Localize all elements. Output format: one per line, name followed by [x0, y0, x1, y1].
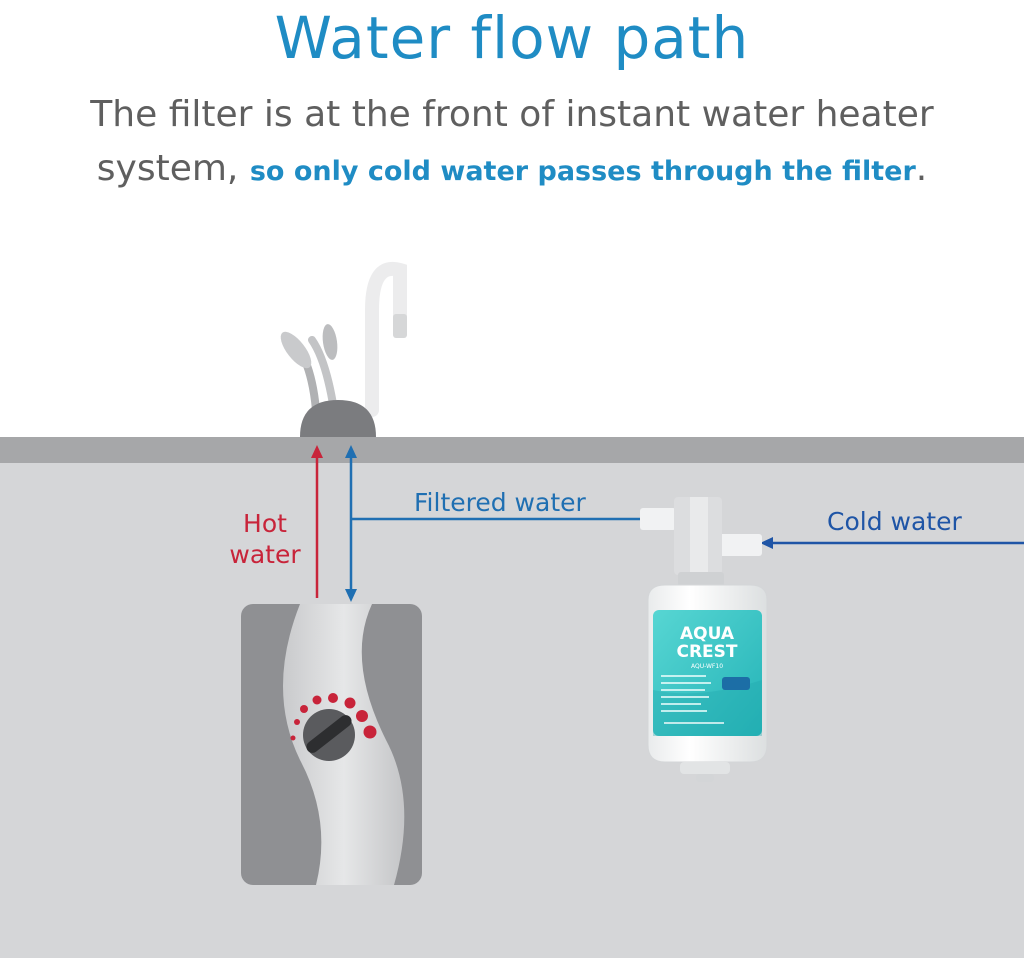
subtitle-line2: system, so only cold water passes throug…	[40, 142, 984, 199]
subtitle-highlight: so only cold water passes through the fi…	[249, 156, 916, 187]
subtitle-line1: The filter is at the front of instant wa…	[90, 94, 934, 135]
filtered-water-pipe	[345, 445, 640, 602]
cabinet-background	[0, 462, 1024, 958]
filter-model: AQU-WF10	[691, 663, 723, 670]
hot-water-pipe	[311, 445, 323, 598]
hot-water-label: Hot water	[229, 509, 301, 569]
water-filter-icon: AQUA CREST AQU-WF10	[640, 497, 768, 782]
faucet-icon	[280, 261, 407, 437]
cold-water-pipe	[760, 537, 1024, 549]
cold-water-label: Cold water	[827, 507, 962, 536]
page-title: Water flow path	[274, 4, 750, 72]
filtered-water-label: Filtered water	[414, 488, 586, 517]
water-heater-icon	[241, 604, 422, 885]
subtitle-line2-prefix: system,	[96, 148, 250, 189]
countertop	[0, 437, 1024, 463]
subtitle: The filter is at the front of instant wa…	[40, 88, 984, 199]
subtitle-line2-suffix: .	[915, 148, 928, 189]
filter-brand-line1: AQUA	[680, 624, 735, 644]
filter-brand-line2: CREST	[676, 642, 737, 662]
